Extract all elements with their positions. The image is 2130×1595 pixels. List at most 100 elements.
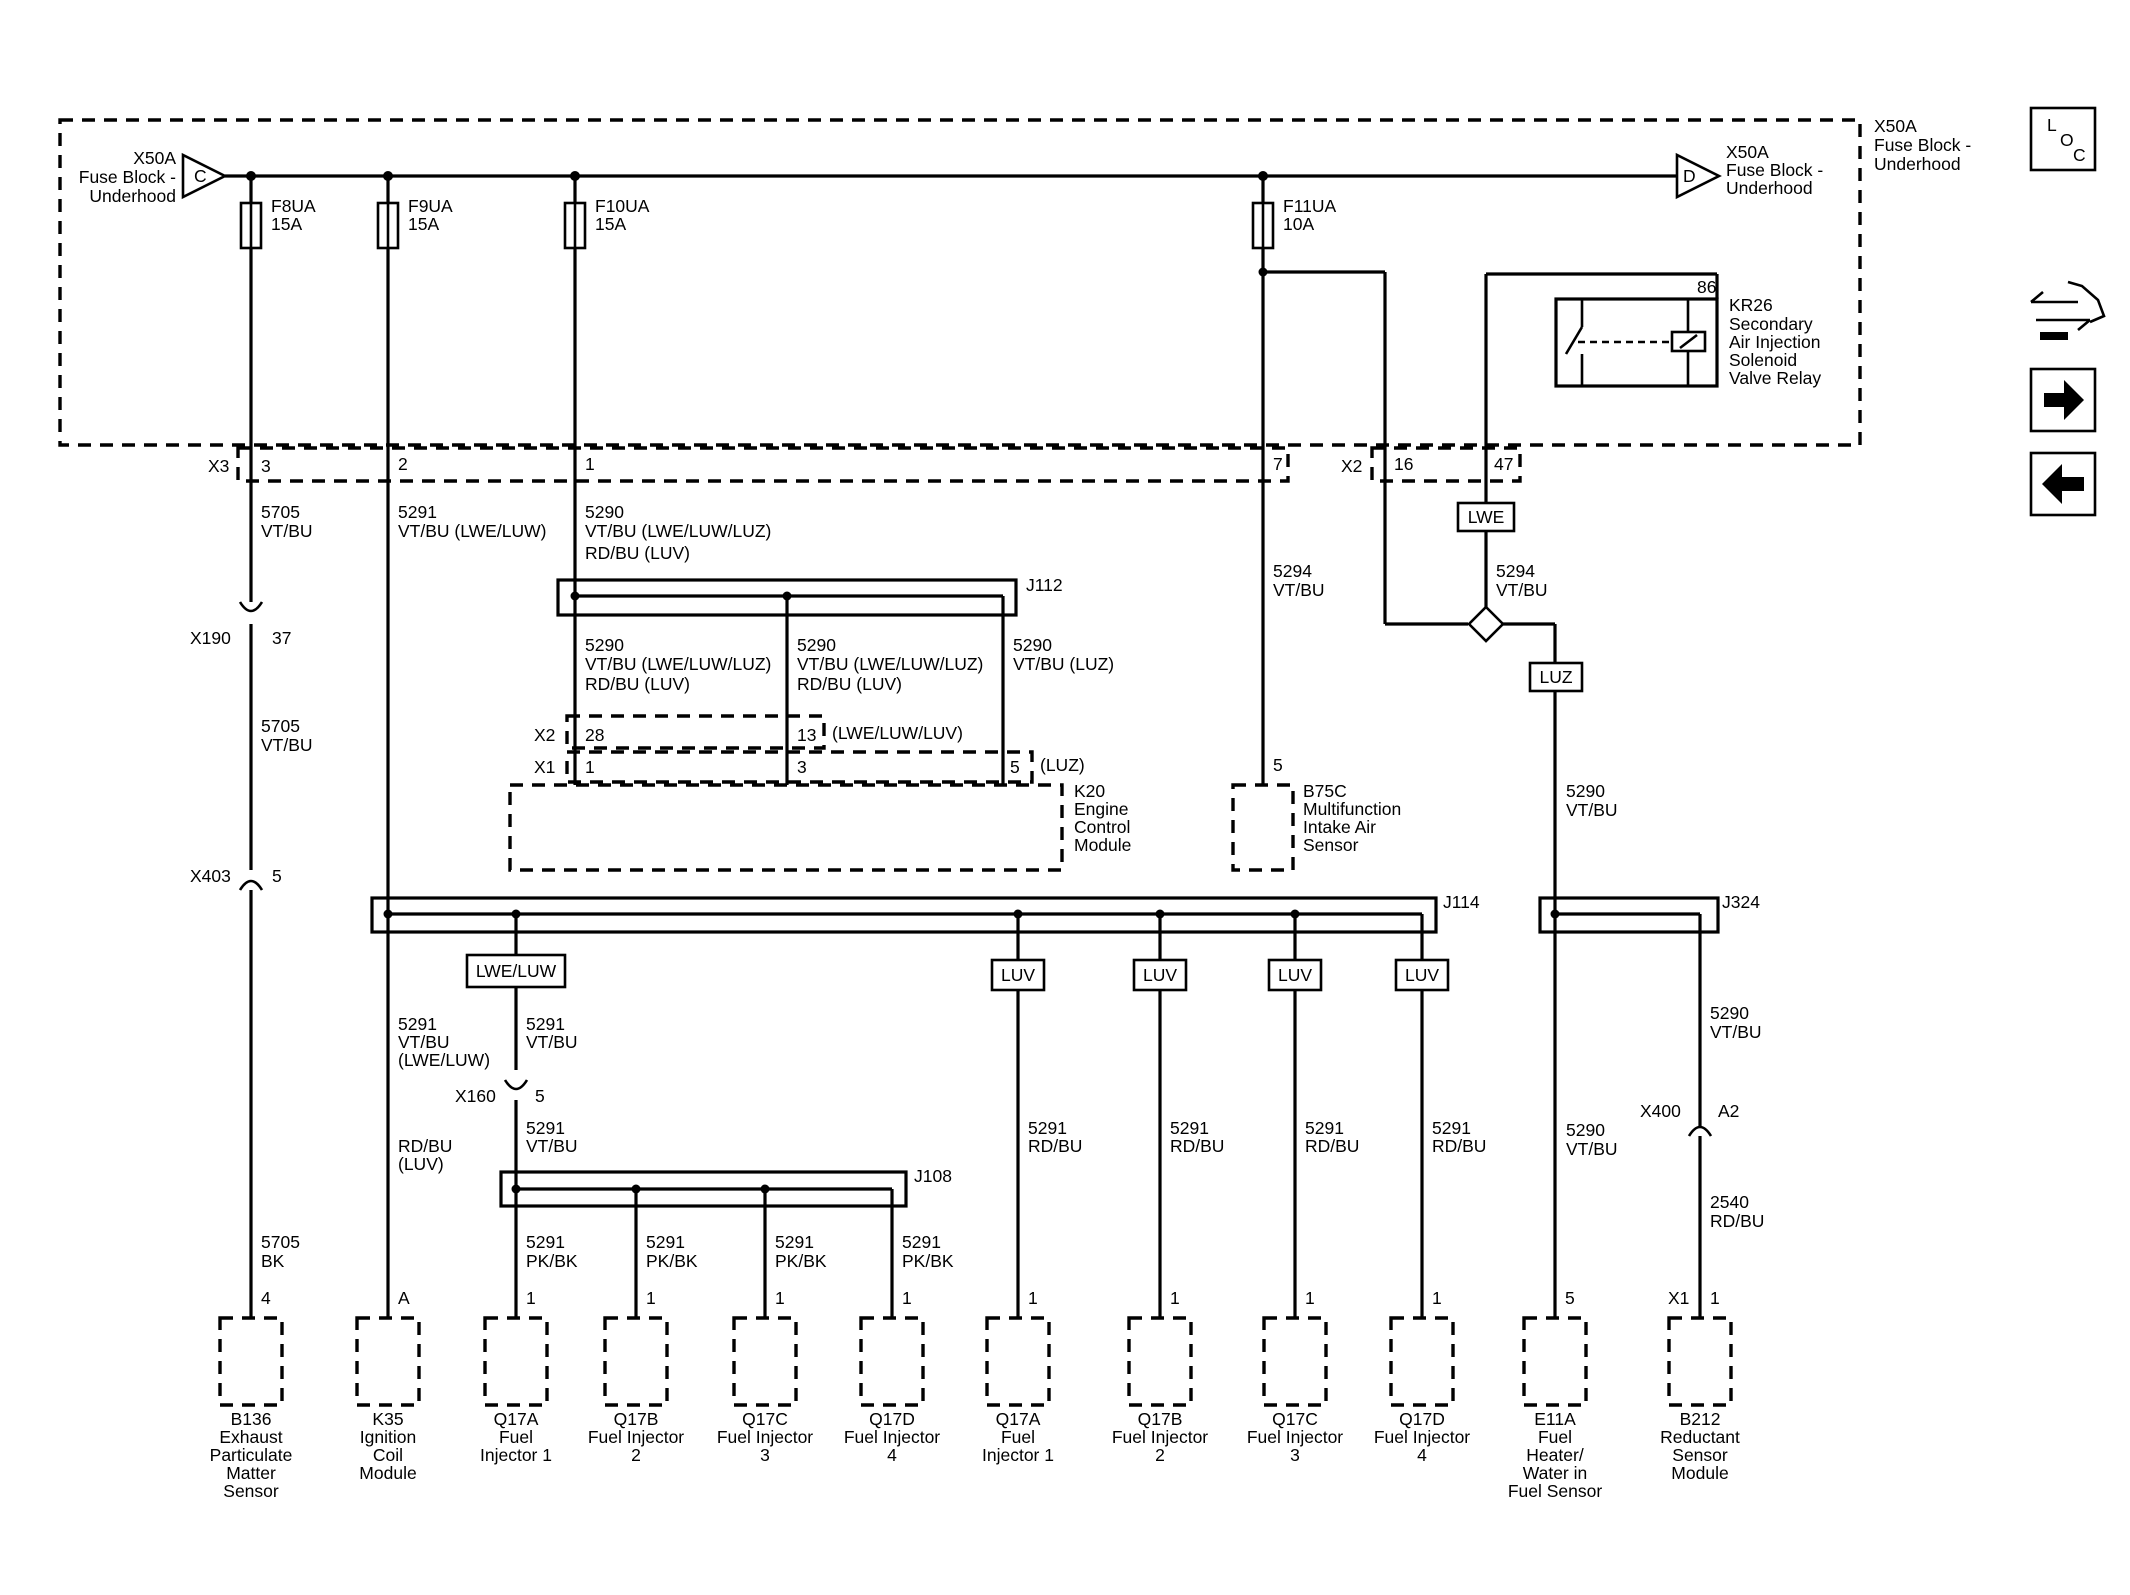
circuit-relay-output: LWE 5294 VT/BU LUZ 5290 VT/BU J324 5290 … <box>1456 445 1764 1318</box>
svg-text:X50A: X50A <box>133 148 176 168</box>
svg-text:RD/BU: RD/BU <box>1710 1211 1764 1231</box>
fuse-f9ua: F9UA 15A <box>376 171 453 250</box>
svg-text:PK/BK: PK/BK <box>526 1251 578 1271</box>
connector-x2: X2 16 47 <box>1341 446 1522 483</box>
circuit-5294: 5294 VT/BU <box>1258 248 1468 785</box>
component-label: Fuel <box>499 1427 533 1447</box>
component-label: 2 <box>631 1445 641 1465</box>
svg-text:PK/BK: PK/BK <box>775 1251 827 1271</box>
svg-text:5291: 5291 <box>1432 1118 1471 1138</box>
component-label: Fuel Sensor <box>1508 1481 1603 1501</box>
splice-j108: J108 <box>914 1166 952 1186</box>
svg-text:5291: 5291 <box>398 1014 437 1034</box>
svg-text:3: 3 <box>797 757 807 777</box>
x160-label: X160 <box>455 1086 496 1106</box>
svg-text:BK: BK <box>261 1251 285 1271</box>
svg-text:1: 1 <box>585 757 595 777</box>
option-luv-1: LUV <box>1001 965 1035 985</box>
component-label: Particulate <box>210 1445 293 1465</box>
component-label: Water in <box>1523 1463 1588 1483</box>
component-label: Q17A <box>494 1409 539 1429</box>
component-label: Fuel Injector <box>1247 1427 1343 1447</box>
svg-text:1: 1 <box>585 454 595 474</box>
splice-j324: J324 <box>1722 892 1760 912</box>
fuse-block-left-label: X50A Fuse Block - Underhood <box>79 148 177 206</box>
splice-j112: J112 <box>1026 575 1063 595</box>
svg-text:VT/BU: VT/BU <box>261 521 313 541</box>
component-connector: X1 <box>1668 1288 1689 1308</box>
svg-text:5290: 5290 <box>585 502 624 522</box>
svg-text:15A: 15A <box>271 214 302 234</box>
svg-text:Module: Module <box>1074 835 1131 855</box>
svg-text:5290: 5290 <box>1013 635 1052 655</box>
svg-text:Underhood: Underhood <box>1726 178 1813 198</box>
component-label: Exhaust <box>219 1427 282 1447</box>
svg-text:28: 28 <box>585 725 604 745</box>
svg-text:RD/BU: RD/BU <box>398 1136 452 1156</box>
svg-text:5290: 5290 <box>797 635 836 655</box>
component-label: K35 <box>372 1409 403 1429</box>
fuse-f11ua: F11UA 10A <box>1251 171 1336 250</box>
svg-text:Sensor: Sensor <box>1303 835 1359 855</box>
x190-label: X190 <box>190 628 231 648</box>
fuse-block-corner-label: X50A Fuse Block - Underhood <box>1874 116 1971 174</box>
component-label: E11A <box>1534 1409 1576 1429</box>
svg-text:VT/BU: VT/BU <box>1566 1139 1618 1159</box>
x403-pin: 5 <box>272 866 282 886</box>
loc-button[interactable]: L O C <box>2029 106 2097 172</box>
component-label: Reductant <box>1660 1427 1740 1447</box>
component-label: Module <box>1671 1463 1728 1483</box>
svg-text:10A: 10A <box>1283 214 1314 234</box>
svg-text:Secondary: Secondary <box>1729 314 1813 334</box>
component-label: 3 <box>1290 1445 1300 1465</box>
connector-view-icon[interactable] <box>2030 280 2106 340</box>
svg-text:Intake Air: Intake Air <box>1303 817 1376 837</box>
svg-text:5290: 5290 <box>1710 1003 1749 1023</box>
svg-text:2: 2 <box>398 454 408 474</box>
svg-text:5705: 5705 <box>261 716 300 736</box>
splice-j114-group: J114 LWE/LUW 5291 VT/BU X160 5 5291 VT/B… <box>370 892 1486 1318</box>
x400-pin: A2 <box>1718 1101 1739 1121</box>
component-label: Fuel Injector <box>1112 1427 1208 1447</box>
svg-text:RD/BU (LUV): RD/BU (LUV) <box>585 543 690 563</box>
module-k20-ecm: K20 Engine Control Module <box>508 781 1131 872</box>
x160-pin: 5 <box>535 1086 545 1106</box>
svg-text:X2: X2 <box>534 725 555 745</box>
fuse-f10ua: F10UA 15A <box>563 171 650 250</box>
svg-text:Underhood: Underhood <box>1874 154 1961 174</box>
svg-text:VT/BU: VT/BU <box>1496 580 1548 600</box>
svg-text:VT/BU: VT/BU <box>1273 580 1325 600</box>
svg-text:2540: 2540 <box>1710 1192 1749 1212</box>
component-pin: 1 <box>1432 1288 1442 1308</box>
option-lwe-luw: LWE/LUW <box>476 961 557 981</box>
component-label: Q17B <box>614 1409 659 1429</box>
next-arrow-icon[interactable] <box>2029 367 2097 433</box>
module-b75c: 5 B75C Multifunction Intake Air Sensor <box>1231 755 1401 872</box>
component-pin: 1 <box>902 1288 912 1308</box>
component-label: Ignition <box>360 1427 416 1447</box>
component-label: Q17D <box>869 1409 915 1429</box>
circuit-5291-k35: 5291 VT/BU (LWE/LUW) 5291 VT/BU (LWE/LUW… <box>386 248 546 1318</box>
svg-text:Underhood: Underhood <box>89 186 176 206</box>
svg-text:KR26: KR26 <box>1729 295 1773 315</box>
svg-text:VT/BU: VT/BU <box>398 1032 450 1052</box>
svg-text:Fuse Block -: Fuse Block - <box>1726 160 1823 180</box>
svg-text:5294: 5294 <box>1496 561 1535 581</box>
connector-d-icon <box>1675 152 1722 200</box>
component-label: Fuel Injector <box>588 1427 684 1447</box>
svg-text:RD/BU: RD/BU <box>1305 1136 1359 1156</box>
component-label: Q17A <box>996 1409 1041 1429</box>
component-label: Injector 1 <box>480 1445 552 1465</box>
previous-arrow-icon[interactable] <box>2029 451 2097 517</box>
svg-text:VT/BU (LWE/LUW): VT/BU (LWE/LUW) <box>398 521 546 541</box>
svg-text:5291: 5291 <box>526 1232 565 1252</box>
connector-d-letter: D <box>1683 166 1696 186</box>
svg-text:RD/BU (LUV): RD/BU (LUV) <box>797 674 902 694</box>
connector-x3: X3 3 2 1 7 <box>208 446 1290 483</box>
component-pin: 1 <box>1170 1288 1180 1308</box>
